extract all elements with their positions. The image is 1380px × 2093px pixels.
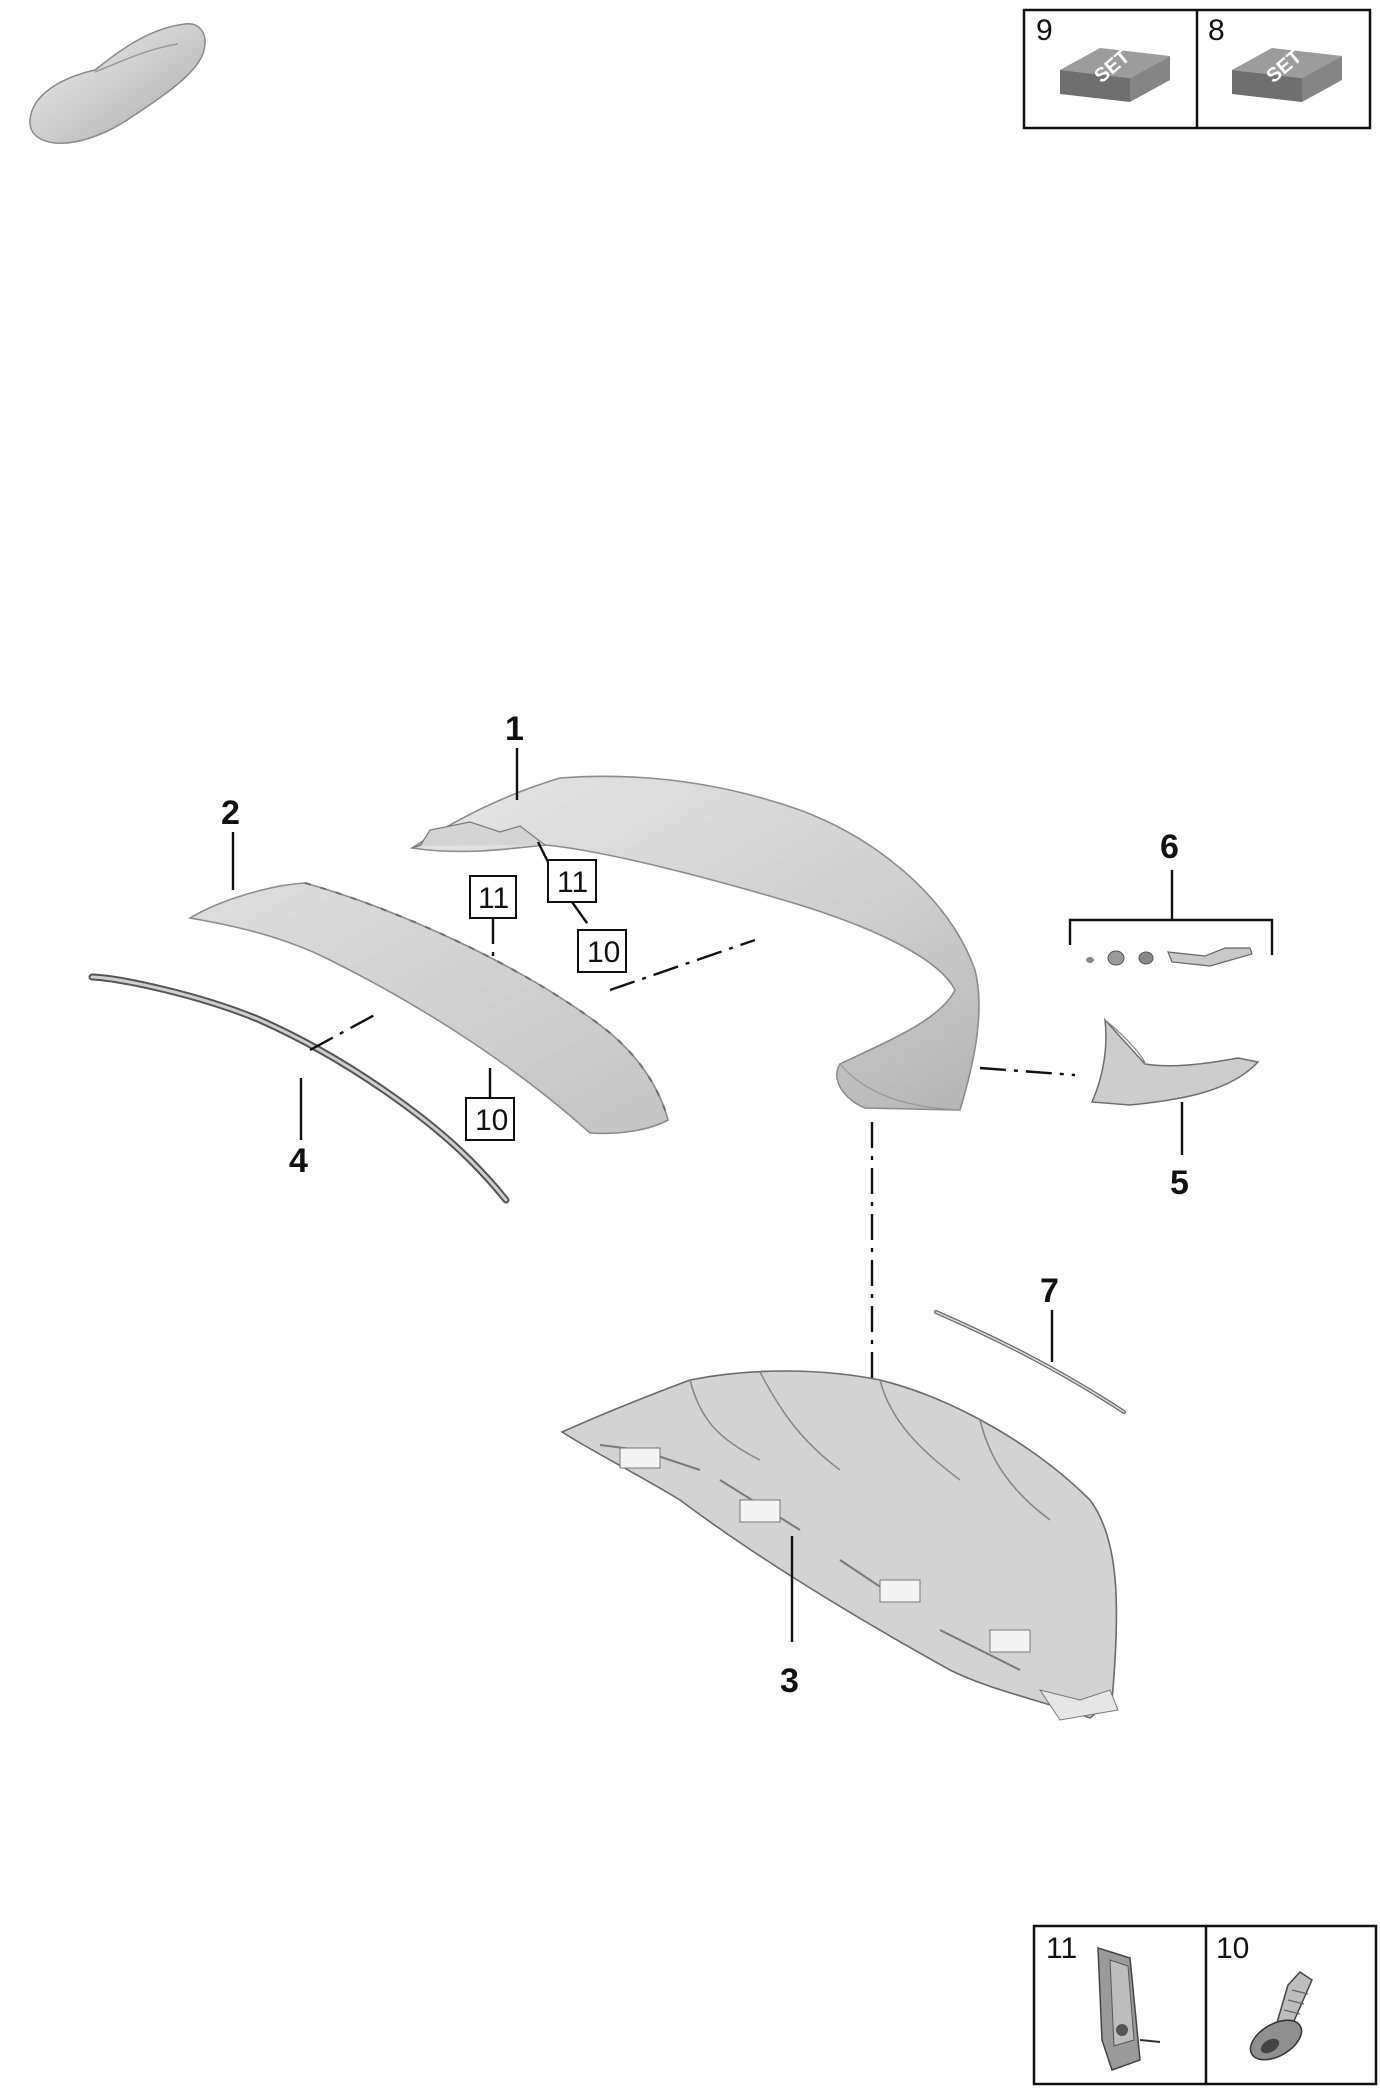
kit-number: 8 [1208,14,1225,47]
svg-text:10: 10 [475,1104,508,1137]
fasteners-panel: 11 10 [1032,1924,1378,2086]
leader-11-right [536,841,550,863]
svg-text:11: 11 [557,866,588,899]
assembly-line-1-5 [979,1066,1076,1077]
fastener-11[interactable]: 11 [1046,1932,1161,2071]
callout-2: 2 [221,794,240,832]
fastener-10[interactable]: 10 [1216,1932,1313,2068]
fastener-number: 11 [1046,1932,1077,1965]
part-7-trim-strip[interactable] [934,1310,1126,1414]
kit-set-panel: 9 SET 8 SET [1022,8,1372,130]
assembly-line-2-1 [609,938,756,992]
car-thumbnail-icon [29,23,206,144]
part-6-small-parts[interactable] [1086,947,1253,967]
kit-number: 9 [1036,14,1053,47]
boxed-callout-10-upper[interactable]: 10 [577,929,627,973]
leader-11-to-10 [571,901,593,931]
kit-9[interactable]: 9 SET [1036,14,1170,102]
svg-text:10: 10 [587,936,620,969]
screw-icon [1249,1971,1313,2061]
callout-3: 3 [780,1662,799,1700]
fastener-number: 10 [1216,1932,1249,1965]
callout-6: 6 [1160,828,1179,866]
assembly-line-4-2 [309,1010,381,1052]
boxed-callout-11-right[interactable]: 11 [547,859,597,903]
kit-box-icon: SET [1232,46,1342,102]
kit-box-icon: SET [1060,46,1170,102]
part-2-spoiler-cover[interactable] [187,882,669,1135]
svg-text:11: 11 [478,882,509,915]
callout-4: 4 [289,1142,308,1180]
part-5-side-fin[interactable] [1090,1017,1260,1106]
clip-nut-icon [1097,1946,1161,2071]
callout-7: 7 [1040,1272,1059,1310]
callout-1: 1 [505,710,524,748]
part-3-spoiler-frame[interactable] [560,1370,1119,1721]
boxed-callout-10-lower[interactable]: 10 [465,1097,515,1141]
kit-8[interactable]: 8 SET [1208,14,1342,102]
callout-5: 5 [1170,1164,1189,1202]
part-1-rear-spoiler[interactable] [409,775,980,1111]
part-4-seal-strip[interactable] [88,973,510,1204]
boxed-callout-11-left[interactable]: 11 [469,875,517,919]
